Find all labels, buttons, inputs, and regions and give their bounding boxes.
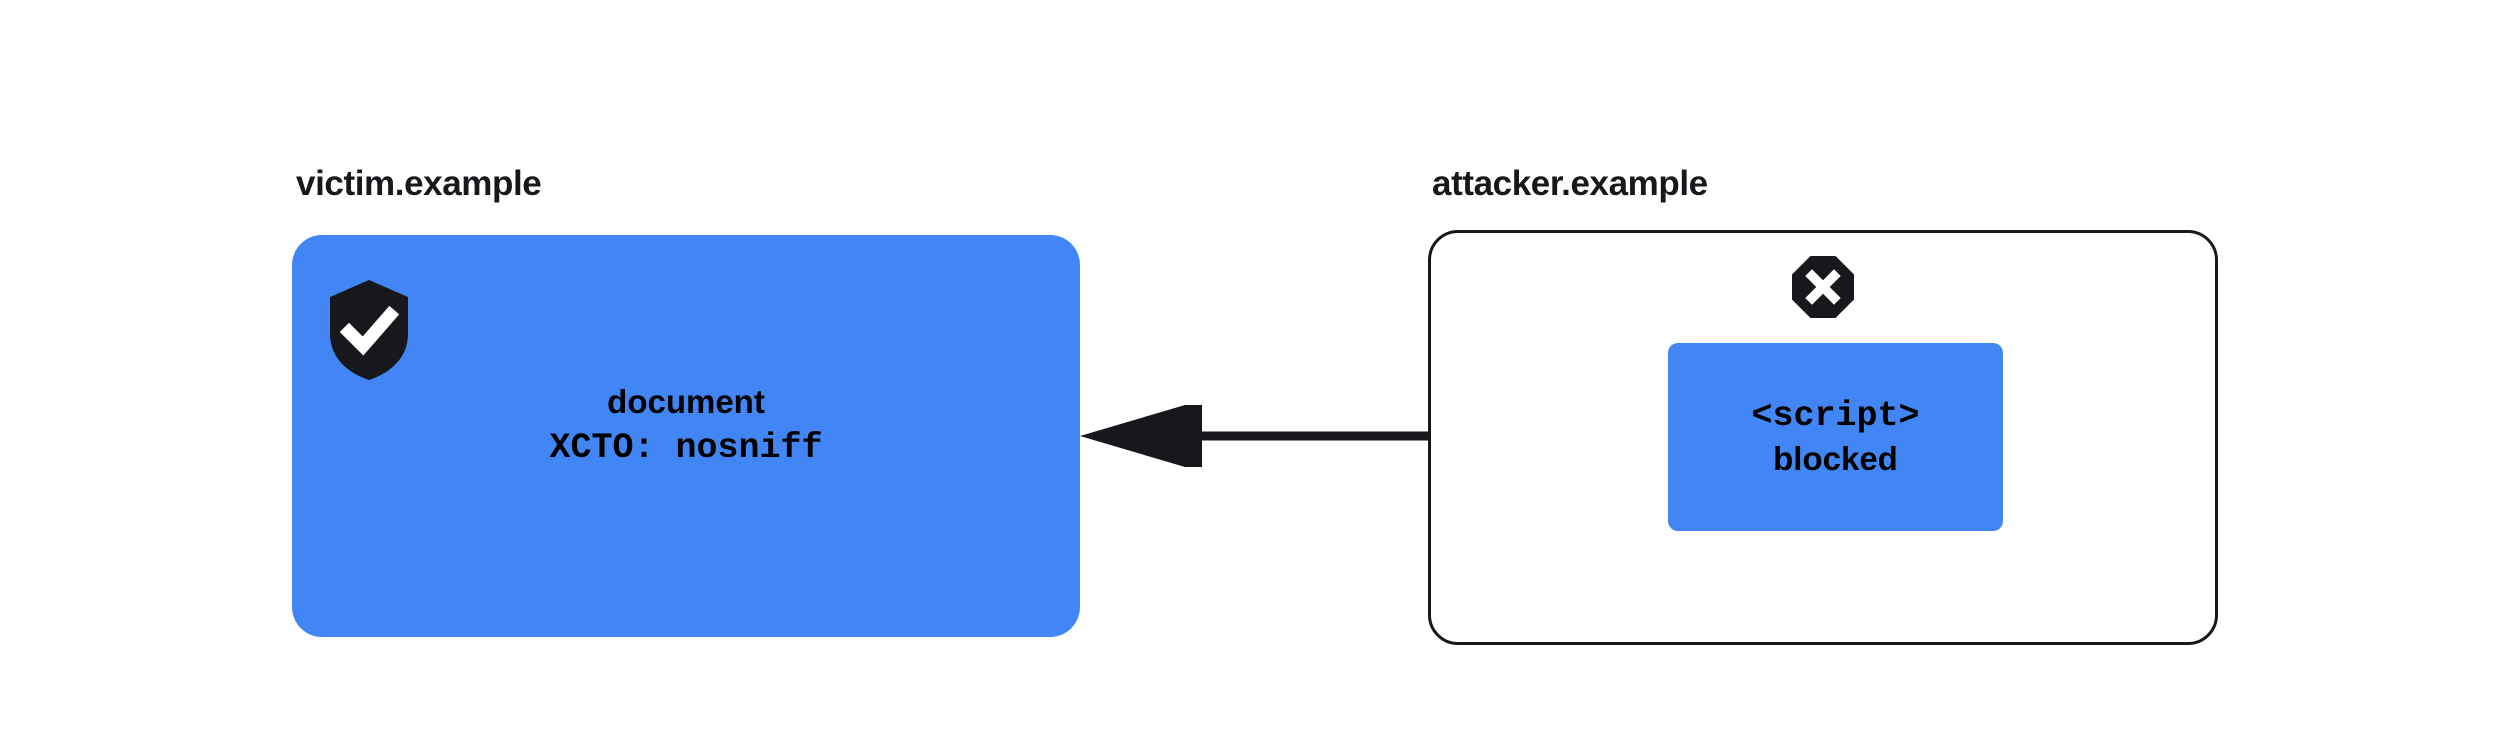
xcto-header-label: XCTO: nosniff — [549, 427, 823, 468]
victim-document-panel: document XCTO: nosniff — [292, 235, 1080, 637]
script-tag-label: <script> — [1751, 395, 1920, 436]
blocked-script-box: <script> blocked — [1668, 343, 2003, 531]
attacker-origin-panel: <script> blocked — [1428, 230, 2218, 645]
attacker-origin-label: attacker.example — [1432, 164, 1708, 203]
victim-document-text: document XCTO: nosniff — [292, 383, 1080, 469]
blocked-octagon-x-icon — [1791, 255, 1855, 319]
victim-origin-label: victim.example — [296, 164, 542, 203]
document-label: document — [607, 383, 765, 420]
blocked-status-label: blocked — [1773, 440, 1898, 478]
shield-check-icon — [330, 280, 408, 380]
